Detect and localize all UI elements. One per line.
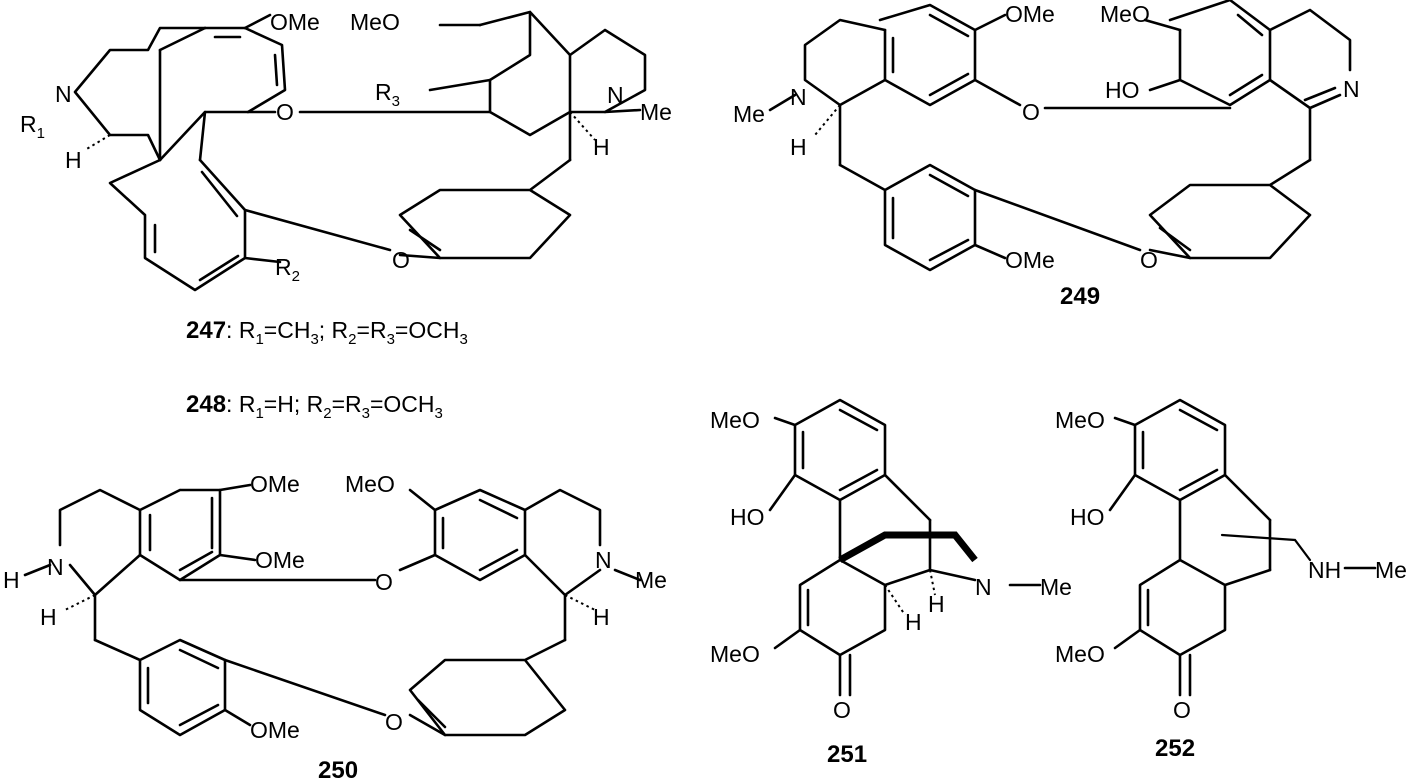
atom-label: R2 [275,254,300,285]
atom-label: Me [1375,557,1407,583]
caption-subscript: 3 [435,405,443,422]
structure-250: OMe OMe N H H O OMe O MeO N Me H [3,471,667,743]
caption-text: =R [357,317,387,343]
atom-label: MeO [1055,407,1105,433]
caption-247: 247: R1=CH3; R2=R3=OCH3 [186,317,468,348]
atom-label: N [607,82,624,108]
caption-subscript: 2 [348,331,356,348]
atom-label: OMe [1005,247,1055,273]
atom-label: NH [1308,557,1341,583]
caption-248: 248: R1=H; R2=R3=OCH3 [186,391,443,422]
caption-text: : R [226,317,255,343]
caption-text: =OCH [395,317,460,343]
atom-label: H [593,604,610,630]
caption-text: ; R [319,317,348,343]
atom-label: OMe [250,471,300,497]
structure-249: OMe N Me H O OMe MeO HO N O [733,0,1360,273]
atom-label: H [928,591,945,617]
atom-label: HO [1105,77,1140,103]
atom-label: OMe [1005,1,1055,27]
caption-subscript: 1 [255,405,263,422]
compound-id-252: 252 [1155,735,1195,762]
atom-label: R1 [20,111,45,142]
caption-subscript: 3 [362,405,370,422]
atom-label: N [975,574,992,600]
atom-label: R3 [375,79,400,110]
atom-label: MeO [710,407,760,433]
atom-label: H [65,147,82,173]
atom-label: MeO [710,641,760,667]
atom-label: O [375,569,393,595]
caption-subscript: 2 [323,405,331,422]
atom-label: HO [1070,504,1105,530]
caption-text: =R [332,391,362,417]
structure-252: MeO HO MeO O NH Me [1055,398,1407,723]
caption-subscript: 3 [387,331,395,348]
atom-label: N [1343,76,1360,102]
structure-251: MeO HO MeO O N Me H H [710,398,1072,723]
atom-label: N [790,84,807,110]
atom-label: MeO [350,9,400,35]
atom-label: OMe [270,9,320,35]
atom-label: MeO [1055,641,1105,667]
compound-id-249: 249 [1060,283,1100,310]
atom-label: OMe [250,717,300,743]
atom-label: O [833,697,851,723]
atom-label: N [55,81,72,107]
caption-text: =OCH [370,391,435,417]
caption-subscript: 1 [255,331,263,348]
atom-label: Me [733,101,765,127]
atom-label: N [47,554,64,580]
caption-text: =CH [264,317,311,343]
compound-id-251: 251 [827,741,867,768]
atom-label: O [276,99,294,125]
atom-label: H [905,609,922,635]
caption-subscript: 3 [459,331,467,348]
atom-label: N [595,547,612,573]
atom-label: H [593,134,610,160]
atom-label: MeO [345,471,395,497]
atom-label: Me [635,567,667,593]
atom-label: H [40,604,57,630]
atom-label: H [790,134,807,160]
caption-text: =H; R [264,391,323,417]
atom-label: Me [640,99,672,125]
atom-label: HO [730,504,765,530]
atom-label: Me [1040,574,1072,600]
atom-label: O [1140,247,1158,273]
atom-label: O [1173,697,1191,723]
compound-id-250: 250 [318,757,358,783]
caption-subscript: 3 [310,331,318,348]
atom-label: OMe [255,547,305,573]
structure-247: OMe N R1 H O R2 MeO R3 N Me H O [20,9,672,292]
atom-label: O [392,247,410,273]
atom-label: H [3,567,20,593]
atom-label: MeO [1100,1,1150,27]
caption-text: : R [226,391,255,417]
atom-label: O [1022,99,1040,125]
atom-label: O [385,709,403,735]
